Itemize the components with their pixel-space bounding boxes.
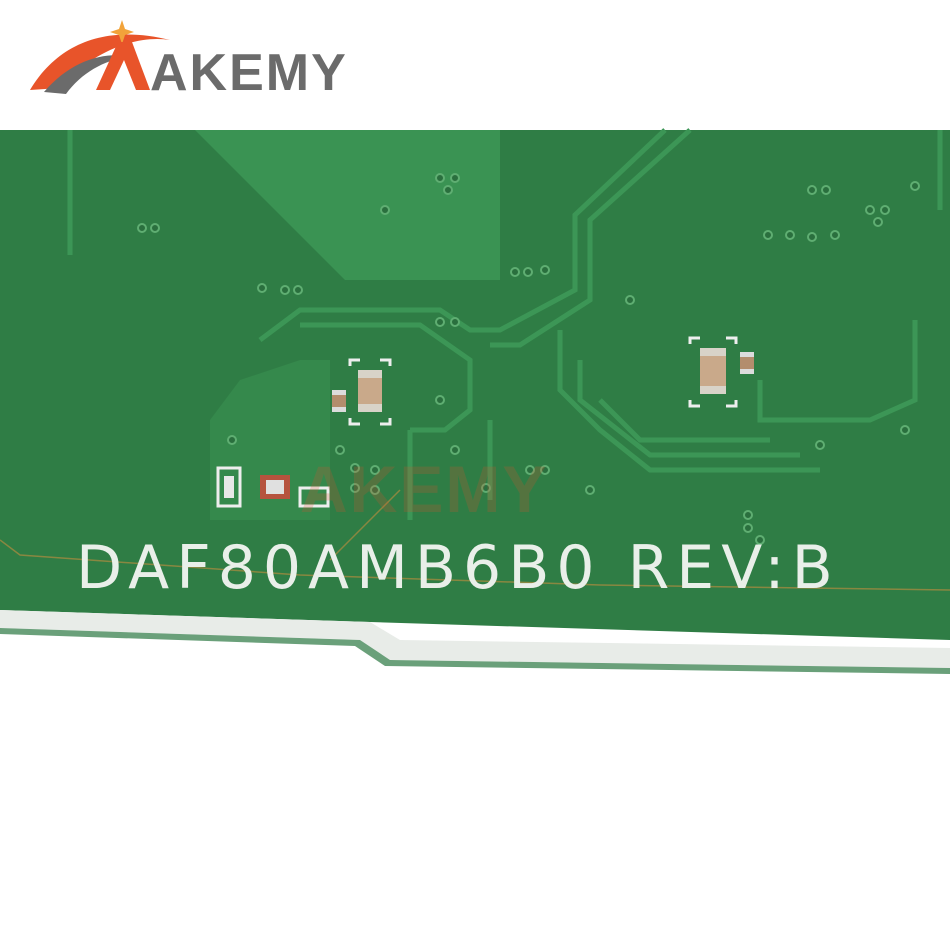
logo-wordmark: AKEMY — [150, 44, 348, 102]
capacitor-2 — [688, 336, 738, 408]
smd-small-parts — [260, 475, 330, 508]
resistor-2 — [740, 352, 754, 374]
watermark-text: AKEMY — [300, 452, 548, 526]
traces — [67, 128, 943, 520]
pcb-edge — [0, 610, 950, 668]
sparkle-icon — [110, 20, 134, 44]
logo-swoosh-dark-icon — [44, 55, 130, 94]
silkscreen-label: DAF80AMB6B0 REV:B — [76, 533, 840, 603]
vias — [137, 173, 920, 545]
copper-pour — [195, 130, 500, 280]
logo-a-icon — [96, 42, 150, 90]
resistor-1 — [332, 390, 346, 412]
akemy-logo: AKEMY — [30, 20, 348, 102]
capacitor-1 — [348, 358, 392, 426]
pad-left — [216, 466, 242, 508]
